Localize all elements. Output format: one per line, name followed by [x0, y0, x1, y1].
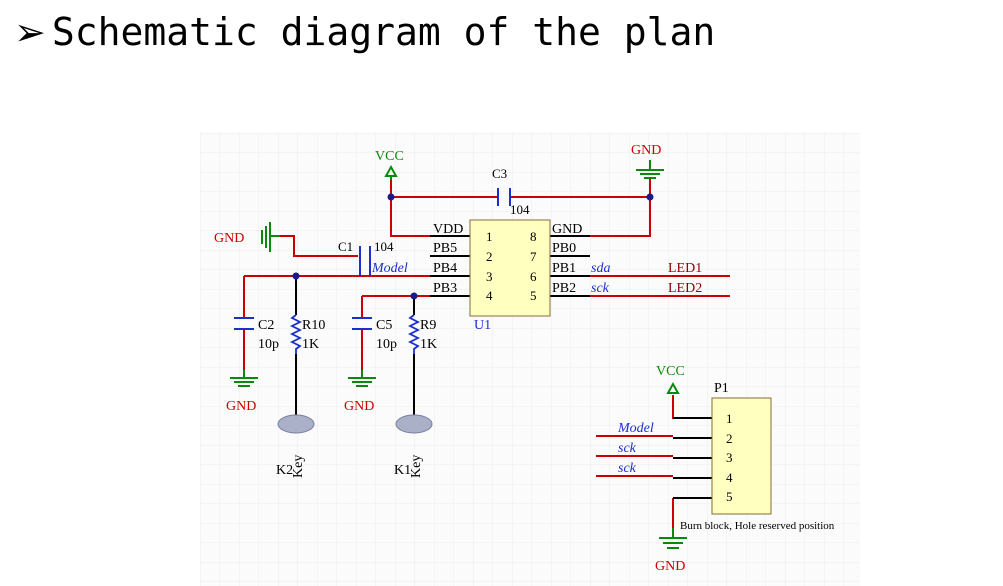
junction-dot — [387, 193, 395, 201]
r10-resistor-icon — [289, 314, 303, 354]
c3-ref: C3 — [492, 166, 507, 181]
key-pad-icon — [395, 414, 433, 434]
key-label: Key — [291, 455, 306, 478]
r10-value: 1K — [302, 337, 319, 352]
vcc-symbol-icon — [384, 164, 398, 180]
p1-connector-body — [711, 397, 772, 515]
r9-resistor-icon — [407, 314, 421, 354]
net-label-sda: sda — [591, 261, 610, 276]
p1-pin-numbers: 1 2 3 4 5 — [726, 411, 733, 504]
u1-pin-name: PB5 — [433, 241, 457, 256]
gnd-symbol-icon — [659, 528, 687, 549]
u1-pin-number: 5 — [530, 288, 537, 303]
u1-pin-number: 7 — [530, 249, 537, 264]
u1-pin-name: PB0 — [552, 241, 576, 256]
p1-ref: P1 — [714, 381, 729, 396]
vcc-symbol-icon — [666, 381, 680, 394]
p1-pin-number: 5 — [726, 489, 733, 504]
key-pad-icon — [277, 414, 315, 434]
key-label: Key — [409, 455, 424, 478]
p1-net-label: Model — [617, 421, 654, 436]
gnd-label: GND — [214, 231, 244, 246]
title-text: Schematic diagram of the plan — [51, 10, 716, 54]
c5-capacitor-icon — [352, 317, 372, 330]
net-label-sck: sck — [591, 281, 610, 296]
c2-capacitor-icon — [234, 317, 254, 330]
net-label-led2: LED2 — [668, 281, 702, 296]
u1-pin-number: 8 — [530, 229, 537, 244]
led-labels: LED1 LED2 — [668, 261, 702, 296]
u1-pin-name: PB2 — [552, 281, 576, 296]
r10-ref: R10 — [302, 318, 325, 333]
net-label-led1: LED1 — [668, 261, 702, 276]
gnd-symbol-icon — [230, 370, 258, 387]
r9-ref: R9 — [420, 318, 436, 333]
u1-pin-names: VDD PB5 PB4 PB3 GND PB0 PB1 PB2 — [433, 222, 582, 296]
r9-value: 1K — [420, 337, 437, 352]
p1-net-labels: Model sck sck — [617, 421, 654, 476]
p1-net-label: sck — [618, 461, 637, 476]
u1-pin-number: 3 — [486, 269, 493, 284]
arrow-bullet-icon: ➢ — [14, 10, 46, 54]
c2-value: 10p — [258, 337, 279, 352]
net-label-model: Model — [371, 261, 408, 276]
u1-pin-name: PB1 — [552, 261, 576, 276]
p1-pin-number: 1 — [726, 411, 733, 426]
c5-value: 10p — [376, 337, 397, 352]
c3-value: 104 — [510, 202, 530, 217]
p1-pin-number: 2 — [726, 431, 733, 446]
c1-ref: C1 — [338, 239, 353, 254]
u1-pin-number: 2 — [486, 249, 493, 264]
vcc-label: VCC — [375, 149, 404, 164]
gnd-symbol-icon — [348, 370, 376, 387]
c3-capacitor-icon — [497, 188, 511, 206]
page-title: ➢Schematic diagram of the plan — [14, 10, 715, 54]
p1-note: Burn block, Hole reserved position — [680, 520, 835, 532]
u1-pin-number: 6 — [530, 269, 537, 284]
u1-pin-number: 4 — [486, 288, 493, 303]
gnd-label: GND — [344, 399, 374, 414]
p1-net-label: sck — [618, 441, 637, 456]
c2-ref: C2 — [258, 318, 274, 333]
c1-value: 104 — [374, 239, 394, 254]
net-labels: sda sck Model — [371, 261, 610, 296]
vcc-label: VCC — [656, 364, 685, 379]
gnd-label: GND — [631, 143, 661, 158]
u1-chip-body — [469, 219, 551, 317]
u1-pin-name: PB3 — [433, 281, 457, 296]
pin-stubs — [295, 235, 712, 499]
u1-designator: U1 — [474, 318, 491, 333]
junction-dot — [646, 193, 654, 201]
key-designator: K1 — [394, 463, 411, 478]
u1-pin-name: GND — [552, 222, 582, 237]
gnd-label: GND — [655, 559, 685, 574]
gnd-symbol-icon — [261, 222, 280, 252]
schematic-grid — [200, 133, 860, 586]
p1-pin-number: 4 — [726, 470, 733, 485]
gnd-label: GND — [226, 399, 256, 414]
u1-pin-number: 1 — [486, 229, 493, 244]
key-designator: K2 — [276, 463, 293, 478]
u1-pin-name: VDD — [433, 222, 463, 237]
p1-pin-number: 3 — [726, 450, 733, 465]
junctions — [292, 193, 654, 300]
junction-dot — [292, 272, 300, 280]
wire-gnd-c1 — [272, 235, 358, 257]
junction-dot — [410, 292, 418, 300]
gnd-symbol-icon — [636, 160, 664, 179]
u1-pin-name: PB4 — [433, 261, 457, 276]
c1-capacitor-icon — [359, 246, 371, 276]
u1-pin-numbers: 1 2 3 4 8 7 6 5 — [486, 229, 537, 303]
c5-ref: C5 — [376, 318, 392, 333]
